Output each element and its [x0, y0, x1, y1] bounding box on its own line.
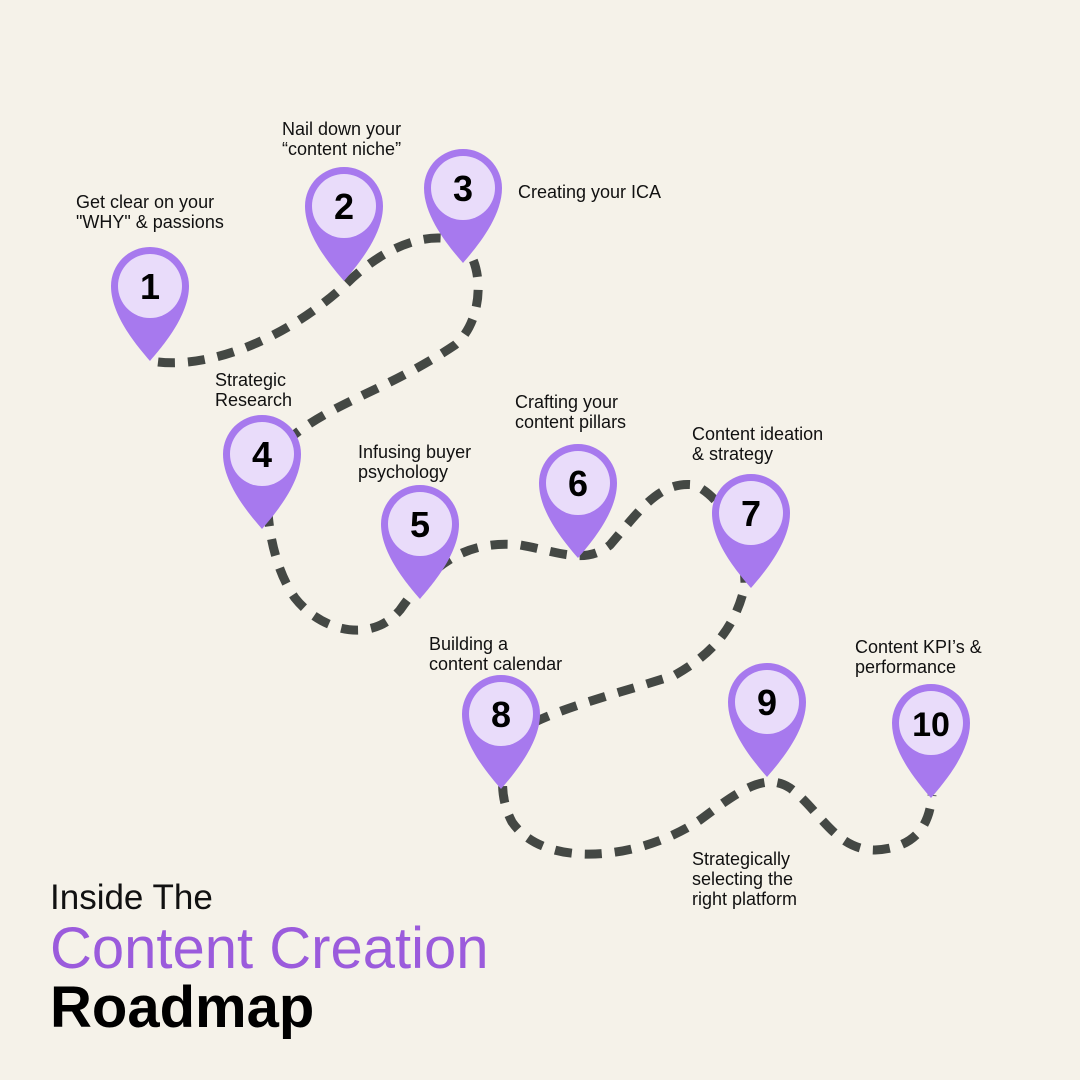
step-label-line: Strategic: [215, 370, 287, 390]
step-label-1: Get clear on your"WHY" & passions: [76, 192, 224, 232]
step-label-line: & strategy: [692, 444, 774, 464]
step-number: 10: [912, 706, 950, 744]
title-block: Inside The Content Creation Roadmap: [50, 878, 488, 1038]
step-label-line: right platform: [692, 889, 798, 909]
step-label-2: Nail down your“content niche”: [282, 119, 401, 159]
title-line-3: Roadmap: [50, 975, 315, 1040]
step-label-3: Creating your ICA: [518, 182, 661, 202]
step-number: 4: [252, 434, 272, 475]
map-pin-7: 7: [712, 474, 790, 588]
step-label-line: Content ideation: [692, 424, 824, 444]
step-label-line: Content KPI’s &: [855, 637, 982, 657]
pin-inner-circle: [388, 492, 452, 556]
map-pin-5: 5: [381, 485, 459, 599]
step-label-line: performance: [855, 657, 957, 677]
step-label-line: psychology: [358, 462, 449, 482]
map-pin-10: 10: [892, 684, 970, 798]
pin-inner-circle: [431, 156, 495, 220]
map-pin-6: 6: [539, 444, 617, 558]
step-label-line: Crafting your: [515, 392, 619, 412]
step-label-line: “content niche”: [282, 139, 402, 159]
step-label-10: Content KPI’s &performance: [855, 637, 982, 677]
map-pin-8: 8: [462, 675, 540, 789]
step-label-line: Research: [215, 390, 293, 410]
map-pin-9: 9: [728, 663, 806, 777]
step-label-line: content pillars: [515, 412, 627, 432]
step-label-line: Strategically: [692, 849, 791, 869]
pin-inner-circle: [118, 254, 182, 318]
step-label-line: Get clear on your: [76, 192, 215, 212]
pin-inner-circle: [312, 174, 376, 238]
step-label-7: Content ideation& strategy: [692, 424, 823, 464]
pin-inner-circle: [546, 451, 610, 515]
map-pin-4: 4: [223, 415, 301, 529]
pin-inner-circle: [899, 691, 963, 755]
title-line-2: Content Creation: [50, 916, 489, 981]
step-label-line: selecting the: [692, 869, 794, 889]
step-label-line: Building a: [429, 634, 509, 654]
pin-inner-circle: [469, 682, 533, 746]
pin-inner-circle: [735, 670, 799, 734]
pin-inner-circle: [719, 481, 783, 545]
step-label-line: content calendar: [429, 654, 563, 674]
step-number: 1: [140, 266, 160, 307]
step-number: 7: [741, 493, 761, 534]
step-number: 3: [453, 168, 473, 209]
step-label-line: "WHY" & passions: [76, 212, 224, 232]
title-line-1: Inside The: [50, 878, 213, 917]
pins-layer: 1 2 3 4 5 6 7 8 9 10: [110, 149, 970, 798]
map-pin-2: 2: [305, 167, 383, 281]
roadmap-dashed-path: [157, 233, 937, 859]
step-number: 9: [757, 682, 777, 723]
step-number: 6: [568, 463, 588, 504]
step-number: 8: [491, 694, 511, 735]
step-label-line: Infusing buyer: [358, 442, 472, 462]
map-pin-3: 3: [424, 149, 502, 263]
step-number: 5: [410, 504, 430, 545]
step-label-line: Creating your ICA: [518, 182, 662, 202]
map-pin-1: 1: [110, 246, 189, 361]
step-label-line: Nail down your: [282, 119, 402, 139]
pin-inner-circle: [230, 422, 294, 486]
step-number: 2: [334, 186, 354, 227]
